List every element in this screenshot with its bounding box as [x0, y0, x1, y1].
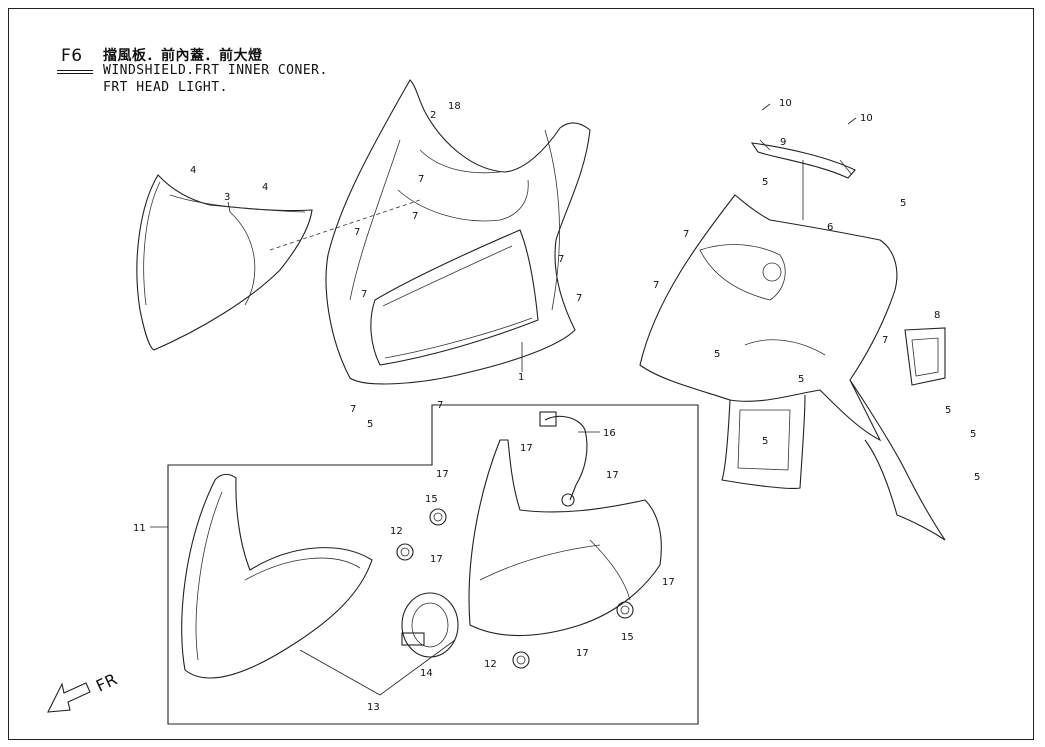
callout-7a: 7 — [418, 174, 424, 185]
callout-7f: 7 — [576, 293, 582, 304]
callout-12b: 12 — [484, 659, 497, 670]
wire-harness — [539, 411, 588, 507]
section-code-underline-2 — [57, 73, 93, 74]
callout-7e: 7 — [558, 254, 564, 265]
callout-5d: 5 — [714, 349, 720, 360]
callout-15a: 15 — [425, 494, 438, 505]
panel — [904, 327, 946, 386]
callout-11: 11 — [133, 523, 146, 534]
inner-cover-right — [639, 194, 946, 541]
callout-7d: 7 — [361, 289, 367, 300]
callout-1: 1 — [518, 372, 524, 383]
callout-4a: 4 — [190, 165, 196, 176]
callout-7j: 7 — [653, 280, 659, 291]
headlight-housing — [468, 439, 662, 637]
callout-14: 14 — [420, 668, 433, 679]
callout-5i: 5 — [974, 472, 980, 483]
callout-17d: 17 — [430, 554, 443, 565]
callout-17a: 17 — [520, 443, 533, 454]
callout-12a: 12 — [390, 526, 403, 537]
callout-6: 6 — [827, 222, 833, 233]
callout-7i: 7 — [683, 229, 689, 240]
title-chinese: 擋風板．前內蓋．前大燈 — [103, 48, 263, 64]
callout-5e: 5 — [798, 374, 804, 385]
callout-9: 9 — [780, 137, 786, 148]
diagram-frame — [8, 8, 1034, 740]
callout-7h: 7 — [437, 400, 443, 411]
callout-2: 2 — [430, 110, 436, 121]
windshield-leader — [269, 199, 421, 251]
callout-leaders — [150, 103, 857, 696]
callout-8: 8 — [934, 310, 940, 321]
callout-18: 18 — [448, 101, 461, 112]
callout-16: 16 — [603, 428, 616, 439]
callout-17b: 17 — [436, 469, 449, 480]
callout-10a: 10 — [779, 98, 792, 109]
bulb-12-bottom — [512, 651, 530, 669]
callout-17f: 17 — [576, 648, 589, 659]
callout-10b: 10 — [860, 113, 873, 124]
callout-3: 3 — [224, 192, 230, 203]
callout-7g: 7 — [350, 404, 356, 415]
callout-7b: 7 — [412, 211, 418, 222]
section-code: F6 — [61, 46, 83, 66]
bracket — [750, 139, 856, 179]
callout-17c: 17 — [606, 470, 619, 481]
callout-5b: 5 — [762, 177, 768, 188]
callout-15b: 15 — [621, 632, 634, 643]
front-cover — [325, 79, 591, 385]
callout-numbers: 1 2 3 4 4 5 5 5 5 5 5 5 5 5 6 7 7 7 7 7 … — [133, 98, 980, 713]
bulb-15-right — [616, 601, 634, 619]
windshield — [136, 174, 313, 351]
bulb-12-left — [396, 543, 414, 561]
title-english-line2: FRT HEAD LIGHT. — [103, 80, 228, 95]
headlight-lens — [181, 473, 373, 679]
callout-5a: 5 — [367, 419, 373, 430]
callout-7c: 7 — [354, 227, 360, 238]
section-code-underline — [57, 70, 93, 71]
callout-5c: 5 — [900, 198, 906, 209]
callout-5h: 5 — [970, 429, 976, 440]
headlight-group-frame — [167, 404, 699, 725]
callout-17e: 17 — [662, 577, 675, 588]
front-direction-arrow — [47, 682, 91, 713]
callout-7k: 7 — [882, 335, 888, 346]
callout-5g: 5 — [945, 405, 951, 416]
callout-4b: 4 — [262, 182, 268, 193]
callout-13: 13 — [367, 702, 380, 713]
title-english-line1: WINDSHIELD.FRT INNER CONER. — [103, 63, 328, 78]
bulb-socket — [401, 592, 459, 658]
bulb-15-top — [429, 508, 447, 526]
callout-5f: 5 — [762, 436, 768, 447]
